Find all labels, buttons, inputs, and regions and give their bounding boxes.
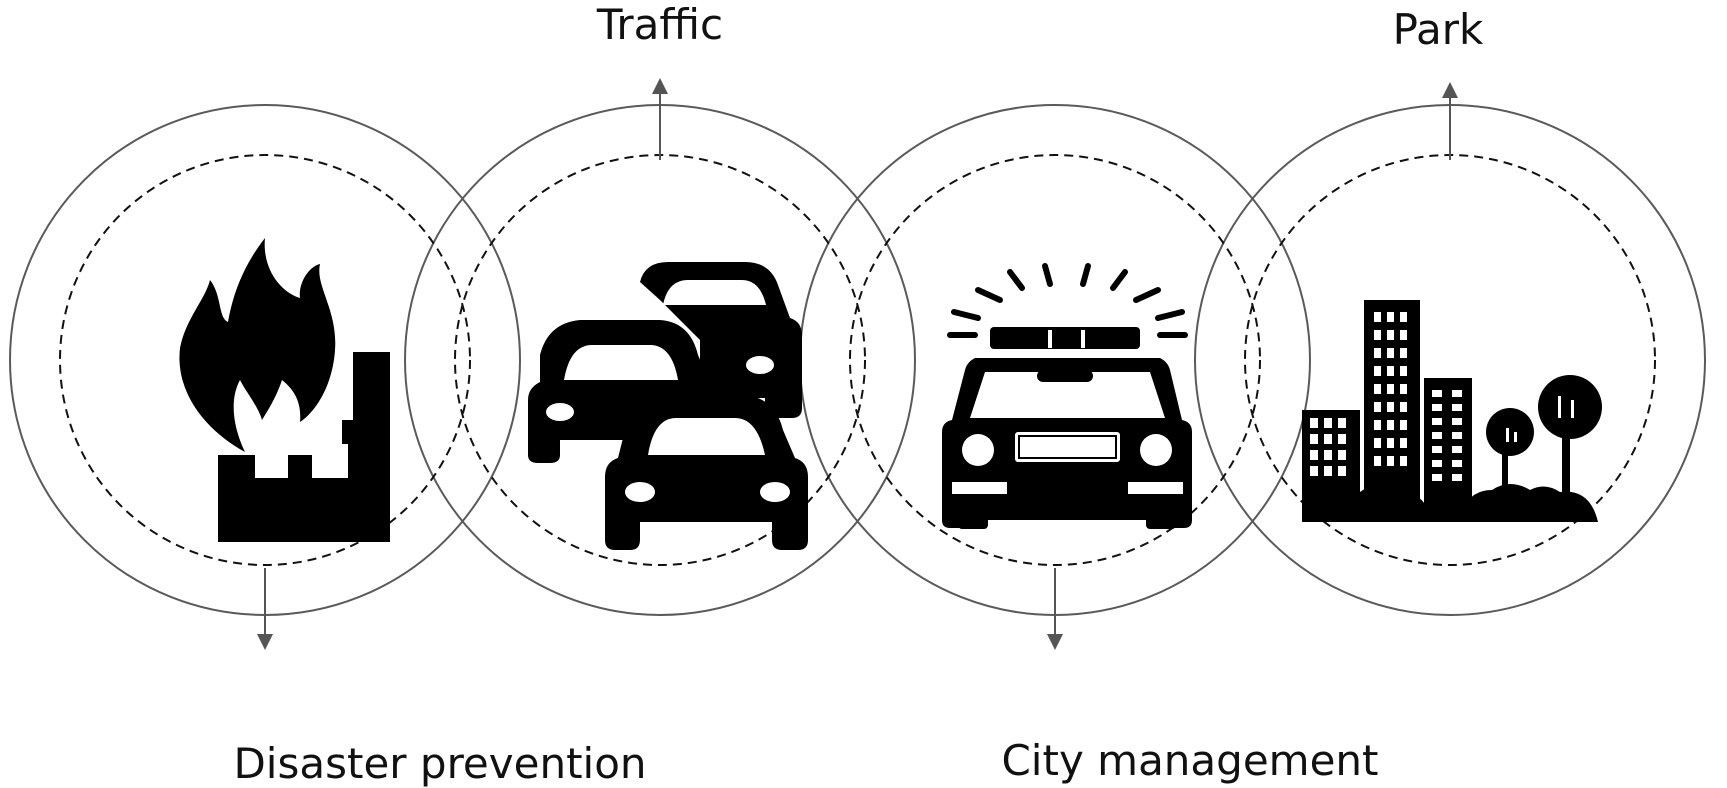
inner-ring-city — [849, 154, 1261, 566]
inner-ring-disaster — [59, 154, 471, 566]
arrows — [257, 78, 1458, 650]
outer-ring-park — [1194, 104, 1706, 616]
label-traffic: Traffic — [596, 0, 723, 49]
label-park: Park — [1393, 5, 1484, 54]
label-disaster: Disaster prevention — [233, 739, 646, 788]
traffic-cars-icon — [528, 262, 808, 550]
police-car-icon — [942, 263, 1192, 529]
fire-building-icon — [179, 238, 390, 542]
city-park-icon — [1302, 300, 1602, 522]
label-city: City management — [1001, 736, 1378, 785]
